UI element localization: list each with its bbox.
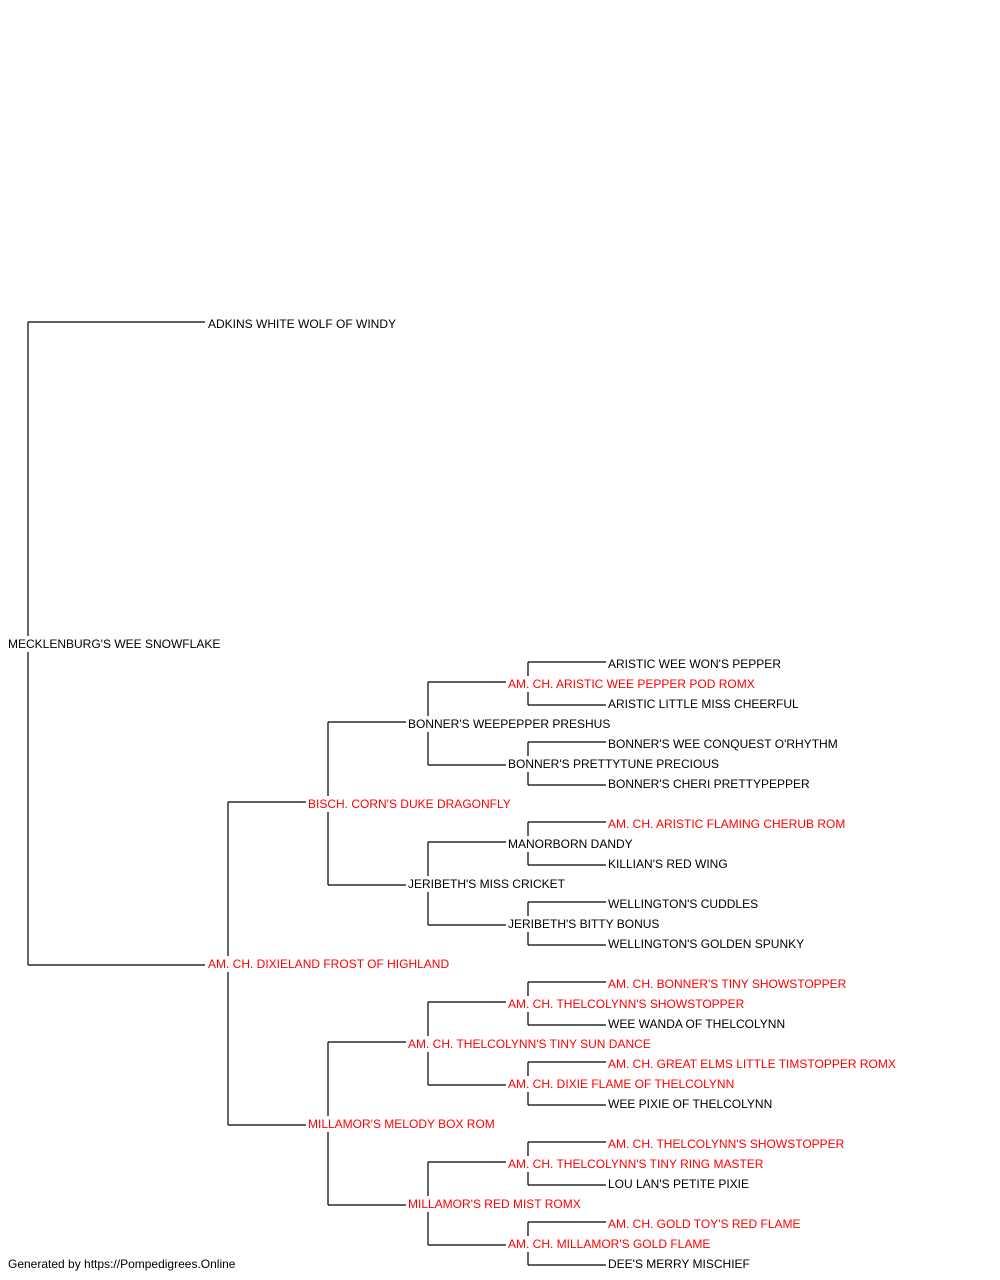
pedigree-dam: AM. CH. DIXIELAND FROST OF HIGHLAND: [208, 957, 450, 971]
pedigree-dam-dam-sire: AM. CH. THELCOLYNN'S TINY SUN DANCE: [408, 1037, 651, 1051]
pedigree-dam-dam-sire-dam-sire: AM. CH. GREAT ELMS LITTLE TIMSTOPPER ROM…: [608, 1057, 896, 1071]
pedigree-dam-sire-sire-dam-dam: BONNER'S CHERI PRETTYPEPPER: [608, 777, 810, 791]
pedigree-dam-sire-dam: JERIBETH'S MISS CRICKET: [408, 877, 565, 891]
pedigree-dam-sire-dam-sire: MANORBORN DANDY: [508, 837, 633, 851]
pedigree-dam-dam-dam: MILLAMOR'S RED MIST ROMX: [408, 1197, 581, 1211]
pedigree-dam-sire-sire-sire-sire: ARISTIC WEE WON'S PEPPER: [608, 657, 781, 671]
pedigree-dam-dam: MILLAMOR'S MELODY BOX ROM: [308, 1117, 495, 1131]
pedigree-dam-dam-sire-sire: AM. CH. THELCOLYNN'S SHOWSTOPPER: [508, 997, 745, 1011]
pedigree-dam-sire-dam-sire-sire: AM. CH. ARISTIC FLAMING CHERUB ROM: [608, 817, 846, 831]
pedigree-dam-sire-sire-sire-dam: ARISTIC LITTLE MISS CHEERFUL: [608, 697, 799, 711]
pedigree-dam-sire: BISCH. CORN'S DUKE DRAGONFLY: [308, 797, 511, 811]
pedigree-dam-dam-dam-sire: AM. CH. THELCOLYNN'S TINY RING MASTER: [508, 1157, 764, 1171]
pedigree-dam-dam-sire-dam-dam: WEE PIXIE OF THELCOLYNN: [608, 1097, 773, 1111]
pedigree-dam-sire-dam-sire-dam: KILLIAN'S RED WING: [608, 857, 728, 871]
pedigree-dam-sire-sire-sire: AM. CH. ARISTIC WEE PEPPER POD ROMX: [508, 677, 755, 691]
pedigree-sire: ADKINS WHITE WOLF OF WINDY: [208, 317, 396, 331]
pedigree-dam-sire-sire: BONNER'S WEEPEPPER PRESHUS: [408, 717, 611, 731]
pedigree-dam-sire-sire-dam-sire: BONNER'S WEE CONQUEST O'RHYTHM: [608, 737, 838, 751]
pedigree-dam-dam-sire-sire-dam: WEE WANDA OF THELCOLYNN: [608, 1017, 786, 1031]
pedigree-dam-dam-sire-sire-sire: AM. CH. BONNER'S TINY SHOWSTOPPER: [608, 977, 847, 991]
pedigree-dam-dam-dam-dam: AM. CH. MILLAMOR'S GOLD FLAME: [508, 1237, 711, 1251]
pedigree-dam-dam-dam-sire-dam: LOU LAN'S PETITE PIXIE: [608, 1177, 749, 1191]
pedigree-dam-sire-dam-dam-dam: WELLINGTON'S GOLDEN SPUNKY: [608, 937, 805, 951]
pedigree-dam-sire-sire-dam: BONNER'S PRETTYTUNE PRECIOUS: [508, 757, 719, 771]
pedigree-subject: MECKLENBURG'S WEE SNOWFLAKE: [8, 637, 221, 651]
pedigree-dam-dam-sire-dam: AM. CH. DIXIE FLAME OF THELCOLYNN: [508, 1077, 735, 1091]
pedigree-dam-sire-dam-dam: JERIBETH'S BITTY BONUS: [508, 917, 660, 931]
pedigree-dam-dam-dam-dam-dam: DEE'S MERRY MISCHIEF: [608, 1257, 750, 1271]
generated-by-footer: Generated by https://Pompedigrees.Online: [8, 1257, 236, 1271]
pedigree-dam-sire-dam-dam-sire: WELLINGTON'S CUDDLES: [608, 897, 759, 911]
pedigree-dam-dam-dam-dam-sire: AM. CH. GOLD TOY'S RED FLAME: [608, 1217, 801, 1231]
pedigree-dam-dam-dam-sire-sire: AM. CH. THELCOLYNN'S SHOWSTOPPER: [608, 1137, 845, 1151]
